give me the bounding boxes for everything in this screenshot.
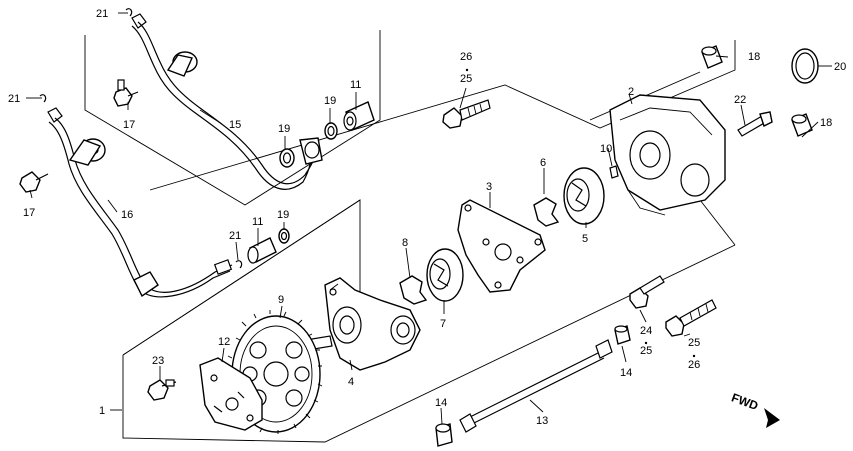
inner-rotor-6 <box>533 197 560 227</box>
label-14-lower: 14 <box>435 397 447 409</box>
label-18-top: 18 <box>748 51 760 63</box>
shaft-13 <box>459 339 613 433</box>
label-11-lower: 11 <box>252 216 263 228</box>
bolt-17-lower <box>19 171 49 193</box>
oil-pipe-15 <box>131 13 323 190</box>
label-3: 3 <box>486 181 492 193</box>
label-19-upper-b: 19 <box>324 95 336 107</box>
bolt-24-25 <box>629 275 665 309</box>
label-4: 4 <box>348 376 354 388</box>
o-ring-20 <box>791 48 819 84</box>
washer-19-upper-a <box>279 148 295 168</box>
bolt-17-upper <box>113 79 139 107</box>
label-21-top: 21 <box>96 8 108 20</box>
collar-14-lower <box>435 423 453 447</box>
outer-rotor-5 <box>563 167 605 225</box>
label-26-upper: 26 <box>460 51 472 63</box>
leader-lines <box>26 12 832 425</box>
clip-21-top <box>125 8 133 17</box>
label-15: 15 <box>229 119 241 131</box>
label-13: 13 <box>536 415 548 427</box>
label-18-right: 18 <box>820 117 832 129</box>
label-21-left: 21 <box>8 93 20 105</box>
clip-21-lower <box>235 260 243 269</box>
pin-10 <box>609 165 619 179</box>
label-25-mid: 25 <box>640 345 652 357</box>
label-14-upper: 14 <box>620 367 632 379</box>
dowel-18-top <box>701 45 723 69</box>
label-23: 23 <box>152 355 164 367</box>
oil-pipe-16 <box>47 107 233 298</box>
label-26-lower: 26 <box>688 359 700 371</box>
bolt-25-26-lower <box>665 299 717 337</box>
label-10: 10 <box>600 143 612 155</box>
outer-rotor-7 <box>426 248 464 302</box>
label-25-lower: 25 <box>688 337 700 349</box>
pipe-group-boundary <box>84 30 381 206</box>
label-2: 2 <box>628 86 634 98</box>
pump-plate-3 <box>457 199 546 293</box>
fitting-11-lower <box>247 237 277 264</box>
cover-plate-12 <box>199 357 263 431</box>
inner-rotor-8 <box>399 275 428 305</box>
label-19-upper-a: 19 <box>278 123 290 135</box>
label-separator-dots <box>465 68 696 358</box>
dowel-18-right <box>791 113 813 137</box>
label-8: 8 <box>402 237 408 249</box>
clip-21-upper-left <box>39 94 47 103</box>
label-11-upper: 11 <box>350 79 361 91</box>
pump-body-2 <box>609 94 726 216</box>
forward-arrow <box>764 408 780 428</box>
washer-19-lower <box>278 228 290 244</box>
label-6: 6 <box>540 157 546 169</box>
label-22: 22 <box>734 94 746 106</box>
label-7: 7 <box>440 318 446 330</box>
washer-19-upper-b <box>324 122 338 140</box>
label-17-lower: 17 <box>23 207 35 219</box>
bolt-25-26-upper <box>442 99 491 129</box>
label-24: 24 <box>640 325 652 337</box>
label-12: 12 <box>218 336 230 348</box>
label-19-lower: 19 <box>277 209 289 221</box>
label-21-lower: 21 <box>229 230 241 242</box>
fitting-11-upper <box>343 101 375 131</box>
label-17-upper: 17 <box>123 119 135 131</box>
bolt-22 <box>737 111 773 137</box>
label-5: 5 <box>582 233 588 245</box>
assembly-boundary <box>122 199 736 443</box>
label-9: 9 <box>278 294 284 306</box>
bolt-23 <box>147 379 177 401</box>
label-16: 16 <box>121 209 133 221</box>
label-1: 1 <box>99 405 105 417</box>
collar-14-upper <box>614 325 631 345</box>
label-25-upper: 25 <box>460 73 472 85</box>
part-labels: 21 21 17 17 15 16 11 19 19 11 21 19 26 2… <box>8 8 846 427</box>
label-20: 20 <box>834 61 846 73</box>
label-fwd: FWD <box>730 390 761 413</box>
